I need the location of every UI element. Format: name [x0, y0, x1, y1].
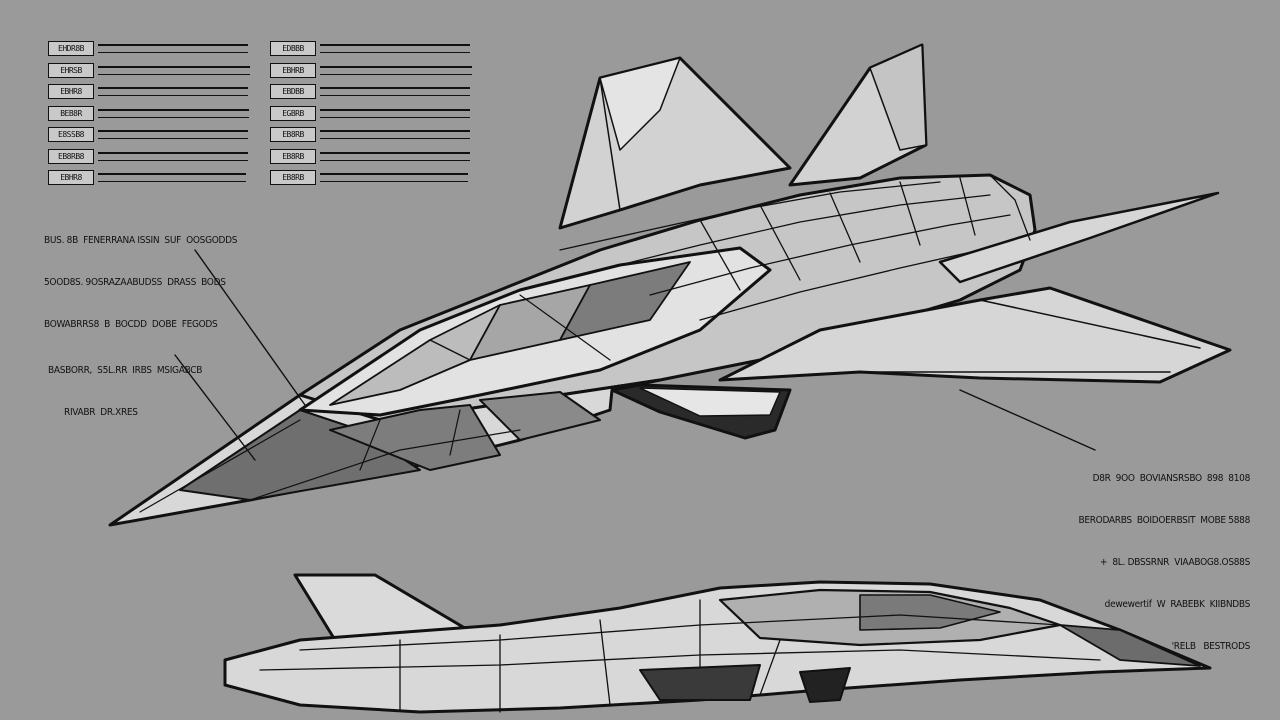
spec-code: EDBBB — [270, 41, 316, 57]
canard — [938, 191, 1220, 284]
spec-row: EBDBB — [270, 81, 472, 103]
spec-code: EHRSB — [48, 62, 94, 78]
spec-code: EBDBB — [270, 84, 316, 100]
spec-row: EBHRB — [270, 60, 472, 82]
spec-code: EB8RB8 — [48, 148, 94, 164]
wing-right — [718, 286, 1232, 384]
spec-code: EBHR8 — [48, 84, 94, 100]
annotation-mid-left: BASBORR, S5L.RR IRBS MSIGABCB RIVABR DR.… — [48, 336, 202, 448]
annotation-line: BERODARBS BOIDOERBSIT MOBE 5888 — [1078, 515, 1250, 526]
spec-code: EB8RB — [270, 170, 316, 186]
spec-row: EHRSB — [48, 60, 250, 82]
spec-code: EB8RB — [270, 127, 316, 143]
tail-fin-left — [558, 56, 792, 230]
spec-row: EB8RB — [270, 124, 472, 146]
annotation-right: D8R 9OO BOVIANSRSBO 898 8108 BERODARBS B… — [1062, 444, 1250, 682]
spec-table-left: EHDR8B EHRSB EBHR8 BEB8R E8SSB8 EB8RB8 E… — [48, 38, 250, 189]
spec-code: BEB8R — [48, 105, 94, 121]
spec-row: EGBRB — [270, 103, 472, 125]
spec-code: E8SSB8 — [48, 127, 94, 143]
spec-row: EB8RB — [270, 146, 472, 168]
annotation-line: BASBORR, S5L.RR IRBS MSIGABCB — [48, 365, 203, 376]
annotation-line: + 8L. DBSSRNR VIAABOG8.OS88S — [1100, 557, 1250, 568]
spec-row: EB8RB — [270, 167, 472, 189]
annotation-line: BUS. 8B FENERRANA ISSIN SUF OOSGODDS — [44, 235, 238, 246]
aircraft-side-view — [223, 573, 1212, 714]
spec-code: EB8RB — [270, 148, 316, 164]
spec-row: EHDR8B — [48, 38, 250, 60]
spec-row: E8SSB8 — [48, 124, 250, 146]
leader-lines — [174, 249, 1096, 461]
annotation-line: 'RELB BESTRODS — [1171, 641, 1251, 652]
spec-row: BEB8R — [48, 103, 250, 125]
annotation-line: D8R 9OO BOVIANSRSBO 898 8108 — [1092, 473, 1251, 484]
aircraft-main-view — [108, 43, 1232, 527]
spec-table-right: EDBBB EBHRB EBDBB EGBRB EB8RB EB8RB EB8R… — [270, 38, 472, 189]
annotation-top-left: BUS. 8B FENERRANA ISSIN SUF OOSGODDS 5OO… — [44, 206, 238, 360]
spec-code: EBHRB — [270, 62, 316, 78]
annotation-line: RIVABR DR.XRES — [64, 407, 138, 418]
spec-row: EBHR8 — [48, 167, 250, 189]
spec-row: EBHR8 — [48, 81, 250, 103]
annotation-line: 5OOD8S. 9OSRAZAABUDSS DRASS BODS — [44, 277, 226, 288]
spec-code: EBHR8 — [48, 170, 94, 186]
annotation-line: BOWABRRS8 B BOCDD DOBE FEGODS — [44, 319, 218, 330]
spec-row: EDBBB — [270, 38, 472, 60]
annotation-line: dewewertif W RABEBK KIIBNDBS — [1104, 599, 1251, 610]
spec-code: EHDR8B — [48, 41, 94, 57]
spec-row: EB8RB8 — [48, 146, 250, 168]
spec-code: EGBRB — [270, 105, 316, 121]
